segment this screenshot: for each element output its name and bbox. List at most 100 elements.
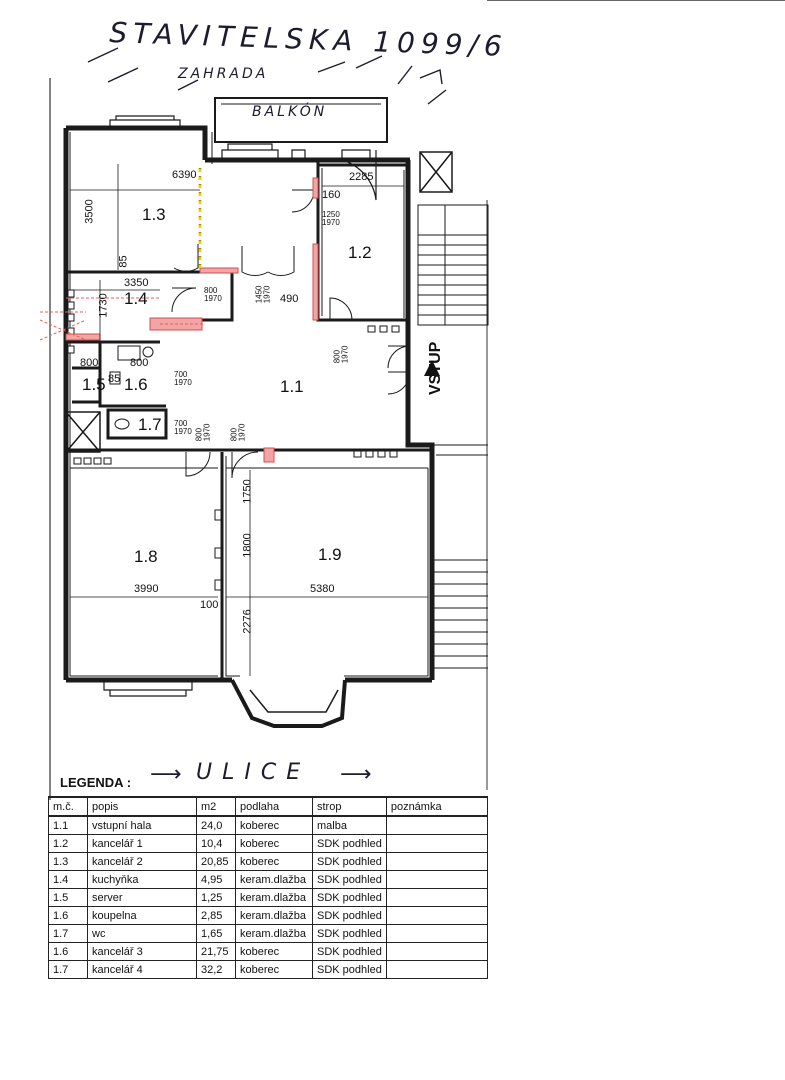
table-cell: keram.dlažba (235, 870, 313, 889)
table-cell: SDK podhled (312, 888, 387, 907)
table-cell: 1.7 (48, 960, 88, 979)
table-cell: 1.6 (48, 906, 88, 925)
dimension-label: 85 (117, 255, 130, 268)
room-label-1-8: 1.8 (134, 547, 158, 566)
table-cell: 1.6 (48, 942, 88, 961)
table-cell: kancelář 3 (87, 942, 197, 961)
room-label-1-3: 1.3 (142, 205, 166, 224)
dimension-label: 6390 (172, 169, 197, 181)
table-cell (385, 942, 489, 961)
table-cell: malba (312, 815, 387, 835)
table-cell: 2,85 (196, 906, 236, 925)
table-cell: 1.2 (48, 834, 88, 853)
legend-header-row: m.č. popis m2 podlaha strop poznámka (48, 796, 489, 817)
table-cell: kuchyňka (87, 870, 197, 889)
column-header: popis (87, 796, 197, 817)
highlighted-walls (65, 177, 319, 463)
dimension-label: 2285 (349, 171, 374, 183)
handwritten-street-label: ULICE (196, 760, 311, 785)
table-cell (385, 960, 489, 979)
dimension-label: 1730 (97, 293, 110, 318)
column-header: poznámka (385, 796, 489, 817)
door-swings (171, 189, 411, 479)
dimension-lines (70, 164, 428, 676)
table-cell: 24,0 (196, 815, 236, 835)
dimension-label: 800 (130, 357, 149, 369)
dimension-label: 3990 (134, 583, 159, 595)
column-header: strop (312, 796, 387, 817)
room-label-1-5: 1.5 (82, 375, 106, 394)
table-cell (385, 870, 489, 889)
table-cell: SDK podhled (312, 852, 387, 871)
table-cell: koupelna (87, 906, 197, 925)
window-markers (67, 289, 400, 591)
table-cell: keram.dlažba (235, 906, 313, 925)
table-cell: 1.4 (48, 870, 88, 889)
room-label-1-2: 1.2 (348, 243, 372, 262)
street-arrow-right-icon: ⟶ (340, 762, 372, 787)
table-cell: 1,25 (196, 888, 236, 907)
bay-window (230, 679, 347, 728)
table-cell: SDK podhled (312, 870, 387, 889)
table-cell: 20,85 (196, 852, 236, 871)
table-cell: koberec (235, 834, 313, 853)
dimension-label: 1750 (241, 479, 254, 504)
table-cell: 21,75 (196, 942, 236, 961)
table-cell: vstupní hala (87, 815, 197, 835)
table-cell: 1.1 (48, 815, 88, 835)
table-cell: wc (87, 924, 197, 943)
table-cell: koberec (235, 815, 313, 835)
dimension-label: 800 (80, 357, 99, 369)
room-label-1-4: 1.4 (124, 289, 148, 308)
handwritten-garden-label: ZAHRADA (178, 66, 269, 82)
dimension-label: 5380 (310, 583, 335, 595)
table-cell: 4,95 (196, 870, 236, 889)
table-cell: server (87, 888, 197, 907)
column-header: podlaha (235, 796, 313, 817)
table-cell: koberec (235, 852, 313, 871)
table-cell: 32,2 (196, 960, 236, 979)
room-label-1-1: 1.1 (280, 377, 304, 396)
column-header: m.č. (48, 796, 88, 817)
table-cell: koberec (235, 942, 313, 961)
table-cell (385, 852, 489, 871)
table-cell (385, 888, 489, 907)
table-cell: 1.3 (48, 852, 88, 871)
dimension-label: 490 (280, 293, 299, 305)
entry-label: VSTUP (427, 341, 444, 395)
column-header: m2 (196, 796, 236, 817)
entry-arrow-icon (424, 360, 440, 376)
dimension-label: 3350 (124, 277, 149, 289)
interior-walls (64, 160, 432, 680)
balcony (214, 97, 388, 143)
table-cell: keram.dlažba (235, 888, 313, 907)
dimension-label: 3500 (83, 199, 96, 224)
table-cell: 10,4 (196, 834, 236, 853)
handwritten-balcony-label: BALKÓN (252, 104, 328, 120)
table-cell: keram.dlažba (235, 924, 313, 943)
dimension-label: 1800 (241, 533, 254, 558)
legend-title: LEGENDA : (60, 775, 132, 790)
table-cell (385, 834, 489, 853)
room-label-1-9: 1.9 (318, 545, 342, 564)
table-cell: SDK podhled (312, 924, 387, 943)
table-cell: SDK podhled (312, 834, 387, 853)
stairs (417, 204, 489, 669)
table-cell (385, 906, 489, 925)
table-cell: 1,65 (196, 924, 236, 943)
table-cell (385, 924, 489, 943)
room-label-1-7: 1.7 (138, 415, 162, 434)
